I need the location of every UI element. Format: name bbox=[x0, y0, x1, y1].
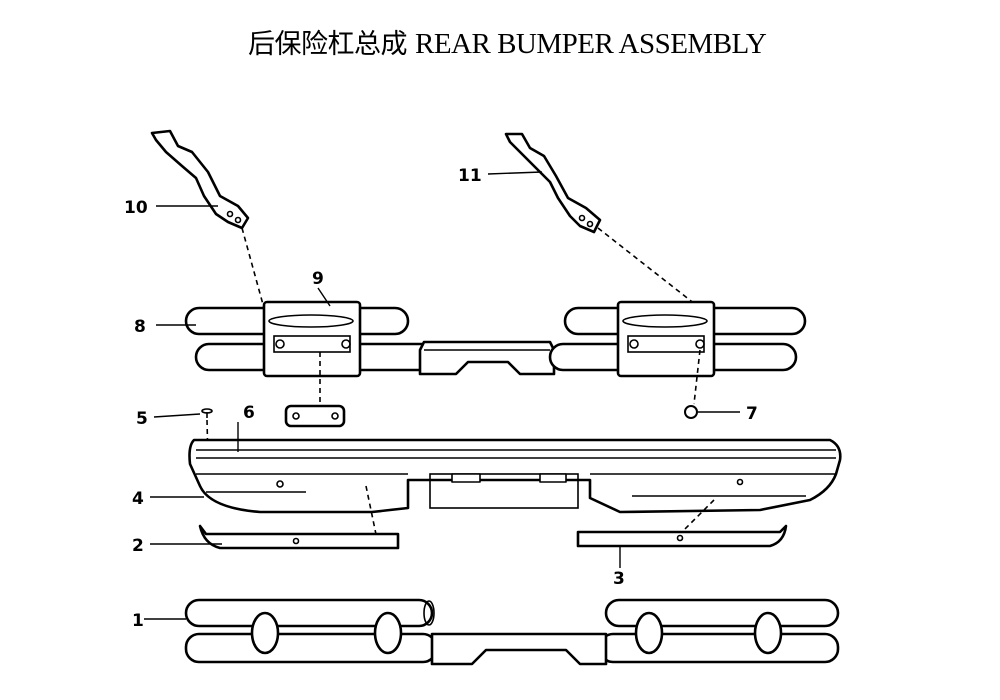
callout-11: 11 bbox=[458, 166, 482, 186]
part-6-plate bbox=[284, 404, 346, 428]
callout-4: 4 bbox=[132, 489, 144, 509]
callout-1: 1 bbox=[132, 611, 144, 631]
leader-lines bbox=[144, 171, 740, 620]
part-10-left-bracket bbox=[150, 129, 271, 331]
callout-7: 7 bbox=[746, 404, 758, 424]
callout-3: 3 bbox=[613, 569, 625, 589]
part-8-left-tube-assembly bbox=[184, 300, 438, 402]
part-11-right-bracket bbox=[504, 132, 701, 309]
callout-8: 8 bbox=[134, 317, 146, 337]
part-8-right-tube-assembly bbox=[548, 300, 807, 405]
callout-6: 6 bbox=[243, 403, 255, 423]
callout-2: 2 bbox=[132, 536, 144, 556]
center-step-bracket bbox=[418, 340, 556, 376]
part-4-bumper-body bbox=[188, 438, 842, 545]
part-7-nut bbox=[684, 405, 698, 419]
title-chinese: 后保险杠总成 bbox=[248, 29, 408, 60]
part-1-lower-tube-bar bbox=[184, 598, 840, 666]
callout-9: 9 bbox=[312, 269, 324, 289]
title-english: REAR BUMPER ASSEMBLY bbox=[415, 28, 767, 60]
callout-5: 5 bbox=[136, 409, 148, 429]
part-3-right-trim bbox=[576, 524, 788, 548]
part-2-left-trim bbox=[198, 524, 400, 550]
callout-10: 10 bbox=[124, 198, 148, 218]
